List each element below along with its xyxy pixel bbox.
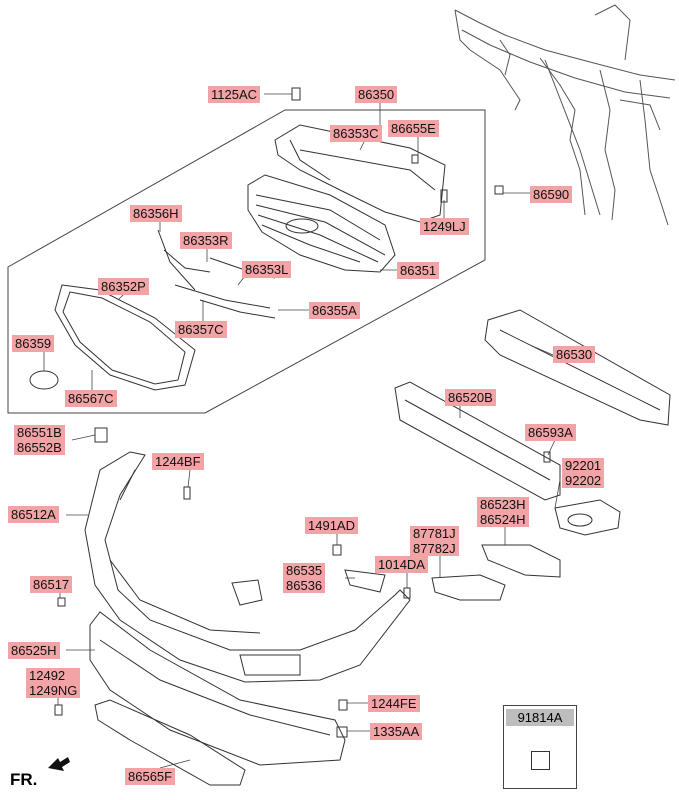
part-label-86523h-86524h: 86523H 86524H: [477, 497, 529, 527]
front-direction-marker: FR.: [10, 770, 38, 789]
reference-box: 91814A: [503, 705, 577, 789]
part-label-86565f: 86565F: [125, 768, 176, 785]
part-label-86350: 86350: [355, 86, 398, 103]
part-label-86512a: 86512A: [8, 506, 59, 523]
part-label-86530: 86530: [553, 346, 596, 363]
part-label-86524h: 86524H: [480, 512, 526, 527]
part-label-1335aa: 1335AA: [370, 723, 423, 740]
part-label-92202: 92202: [565, 473, 602, 488]
part-label-86356h: 86356H: [130, 205, 182, 222]
part-label-86525h: 86525H: [8, 642, 60, 659]
part-label-86552b: 86552B: [17, 440, 62, 455]
part-label-86353r: 86353R: [180, 232, 232, 249]
part-label-86352p: 86352P: [98, 278, 149, 295]
part-label-86535: 86535: [286, 563, 323, 578]
fog-lamp-bezel-lower: [431, 574, 506, 601]
part-label-1491ad: 1491AD: [305, 517, 358, 534]
reference-box-square: [531, 751, 550, 770]
leader-lines: [43, 93, 561, 769]
part-label-86353l: 86353L: [242, 261, 292, 278]
part-label-12492-1249ng: 12492 1249NG: [26, 668, 81, 698]
cowl-cross-member: [454, 4, 676, 226]
front-bumper-cover: [84, 451, 411, 683]
front-bumper-beam: [484, 309, 671, 426]
emblem: [29, 370, 59, 390]
grille-outer-frame: [54, 284, 196, 391]
radiator-grille: [247, 174, 396, 273]
fog-lamp-bezel-upper: [481, 544, 561, 578]
part-label-1244fe: 1244FE: [368, 695, 420, 712]
part-label-86520b: 86520B: [445, 389, 496, 406]
part-label-87782j: 87782J: [413, 541, 456, 556]
part-label-86593a: 86593A: [525, 424, 576, 441]
fog-lamp: [554, 499, 621, 536]
part-label-1125ac: 1125AC: [208, 86, 261, 103]
part-label-87781j: 87781J: [413, 526, 456, 541]
part-label-86590: 86590: [530, 186, 573, 203]
part-label-12492: 12492: [29, 668, 66, 683]
part-label-86353c: 86353C: [330, 125, 382, 142]
bumper-lower-cover: [89, 611, 346, 766]
part-label-86535-86536: 86535 86536: [283, 563, 326, 593]
part-label-86655e: 86655E: [388, 120, 439, 137]
reference-box-label: 91814A: [506, 709, 574, 726]
energy-absorber: [394, 381, 561, 501]
part-label-86351: 86351: [397, 262, 440, 279]
part-label-1014da: 1014DA: [375, 556, 428, 573]
part-label-92201: 92201: [565, 458, 602, 473]
part-label-86517: 86517: [30, 576, 73, 593]
part-label-86523h: 86523H: [480, 497, 526, 512]
part-label-1244bf: 1244BF: [152, 453, 204, 470]
fr-arrow-icon: [48, 757, 70, 771]
part-label-86359: 86359: [12, 335, 55, 352]
part-label-86551b-86552b: 86551B 86552B: [14, 425, 65, 455]
part-label-86357c: 86357C: [175, 321, 227, 338]
part-label-1249lj: 1249LJ: [420, 218, 469, 235]
part-label-86536: 86536: [286, 578, 323, 593]
part-label-1249ng: 1249NG: [29, 683, 78, 698]
grille-assembly-frame: [7, 109, 486, 414]
part-label-86567c: 86567C: [65, 390, 117, 407]
part-label-92201-92202: 92201 92202: [562, 458, 605, 488]
part-label-86551b: 86551B: [17, 425, 62, 440]
fasteners: [54, 87, 551, 738]
part-label-86355a: 86355A: [309, 302, 360, 319]
part-label-87781j-87782j: 87781J 87782J: [410, 526, 459, 556]
skid-plate: [94, 699, 246, 786]
